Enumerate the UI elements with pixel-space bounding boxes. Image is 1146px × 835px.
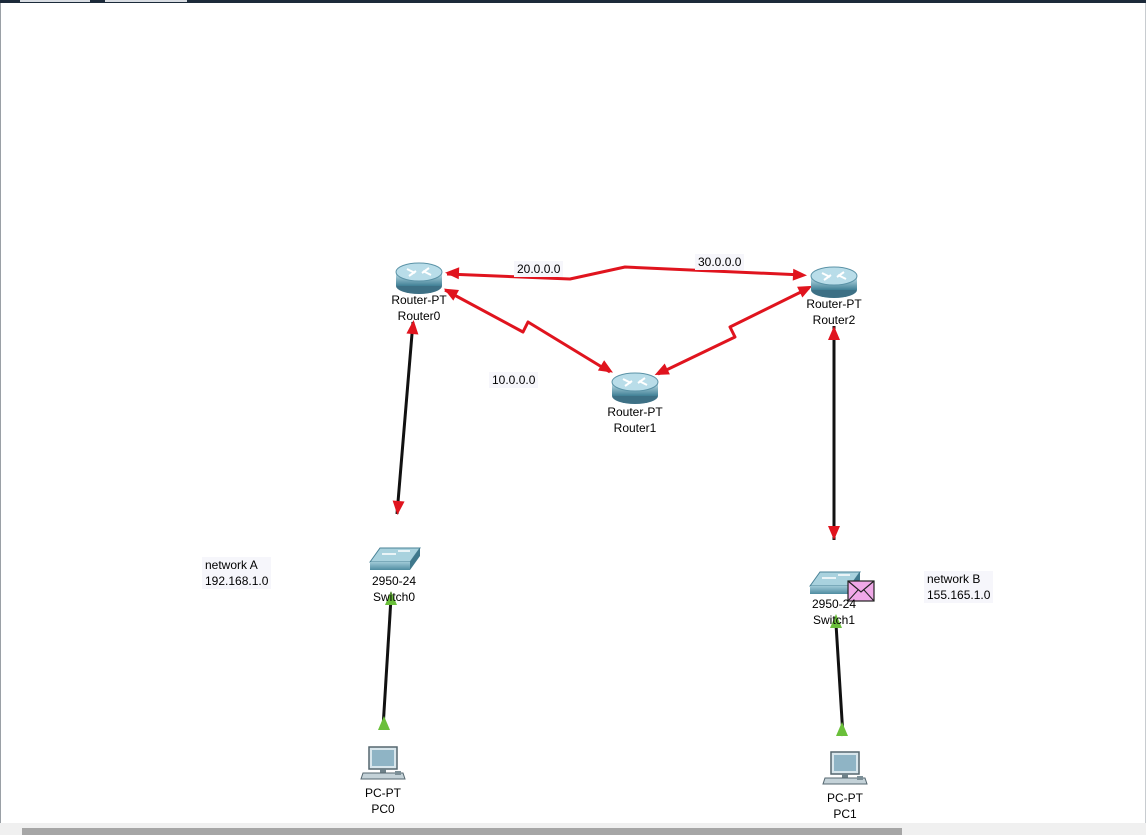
devices-layer: [360, 262, 868, 785]
pc1-model: PC-PT: [827, 791, 863, 805]
network-b-address: 155.165.1.0: [927, 588, 991, 602]
link-router0-router2: [446, 265, 804, 281]
pc1-name: PC1: [833, 807, 857, 821]
router0-router-icon: [395, 262, 443, 294]
pc0-name: PC0: [371, 802, 395, 816]
switch1-name: Switch1: [812, 613, 856, 627]
network-a-address: 192.168.1.0: [205, 574, 269, 588]
link-switch0-pc0: [381, 597, 393, 729]
network-b-note[interactable]: network B 155.165.1.0: [924, 571, 994, 603]
router2-router-icon: [810, 266, 858, 298]
router1-router-icon: [611, 372, 659, 404]
envelope-icon: [847, 580, 875, 602]
port-status-marker: [443, 288, 460, 301]
port-status-marker: [597, 360, 613, 373]
port-status-marker: [828, 326, 840, 340]
router0-model: Router-PT: [391, 293, 447, 307]
port-markers-layer: [378, 267, 848, 736]
switch1-model: 2950-24: [811, 597, 857, 611]
link-switch1-pc1: [834, 623, 845, 737]
router1-name: Router1: [613, 421, 657, 435]
router0-name: Router0: [397, 309, 441, 323]
port-status-marker: [385, 591, 397, 605]
port-status-marker: [830, 614, 842, 628]
link-label-20[interactable]: 20.0.0.0: [514, 261, 564, 277]
network-b-name: network B: [927, 572, 981, 586]
port-status-marker: [836, 722, 848, 736]
router2-name: Router2: [812, 313, 856, 327]
port-status-marker: [792, 268, 807, 281]
window-top-bar: [0, 0, 1146, 3]
switch1-label[interactable]: 2950-24 Switch1: [812, 596, 856, 628]
switch0-label[interactable]: 2950-24 Switch0: [372, 573, 416, 605]
pc0-label[interactable]: PC-PT PC0: [365, 785, 401, 817]
pc0-pc-icon: [360, 746, 406, 780]
pc0-model: PC-PT: [365, 786, 401, 800]
link-router0-router1: [444, 288, 611, 374]
switch0-model: 2950-24: [371, 574, 417, 588]
pdu-layer: [847, 580, 875, 602]
router1-label[interactable]: Router-PT Router1: [607, 404, 662, 436]
router0-label[interactable]: Router-PT Router0: [391, 292, 446, 324]
pc1-label[interactable]: PC-PT PC1: [827, 790, 863, 822]
link-router0-switch0: [395, 321, 415, 515]
network-a-note[interactable]: network A 192.168.1.0: [202, 557, 272, 589]
port-status-marker: [828, 526, 840, 540]
port-status-marker: [392, 500, 405, 515]
workspace-border: [0, 3, 1, 823]
port-status-marker: [797, 285, 813, 298]
port-status-marker: [378, 716, 390, 730]
horizontal-scrollbar-thumb[interactable]: [22, 828, 902, 835]
router2-label[interactable]: Router-PT Router2: [806, 296, 861, 328]
switch0-switch-icon: [369, 547, 421, 570]
toolbar-tab[interactable]: [105, 0, 187, 2]
port-status-marker: [654, 363, 670, 376]
port-status-marker: [406, 320, 419, 335]
router1-model: Router-PT: [607, 405, 663, 419]
port-status-marker: [445, 267, 460, 280]
toolbar-tab[interactable]: [20, 0, 90, 2]
link-label-30[interactable]: 30.0.0.0: [695, 254, 745, 270]
router2-model: Router-PT: [806, 297, 862, 311]
switch0-name: Switch0: [372, 590, 416, 604]
link-label-10[interactable]: 10.0.0.0: [489, 372, 539, 388]
link-router1-router2: [657, 286, 810, 376]
pc1-pc-icon: [822, 751, 868, 785]
links-layer: [381, 265, 845, 737]
network-a-name: network A: [205, 558, 258, 572]
